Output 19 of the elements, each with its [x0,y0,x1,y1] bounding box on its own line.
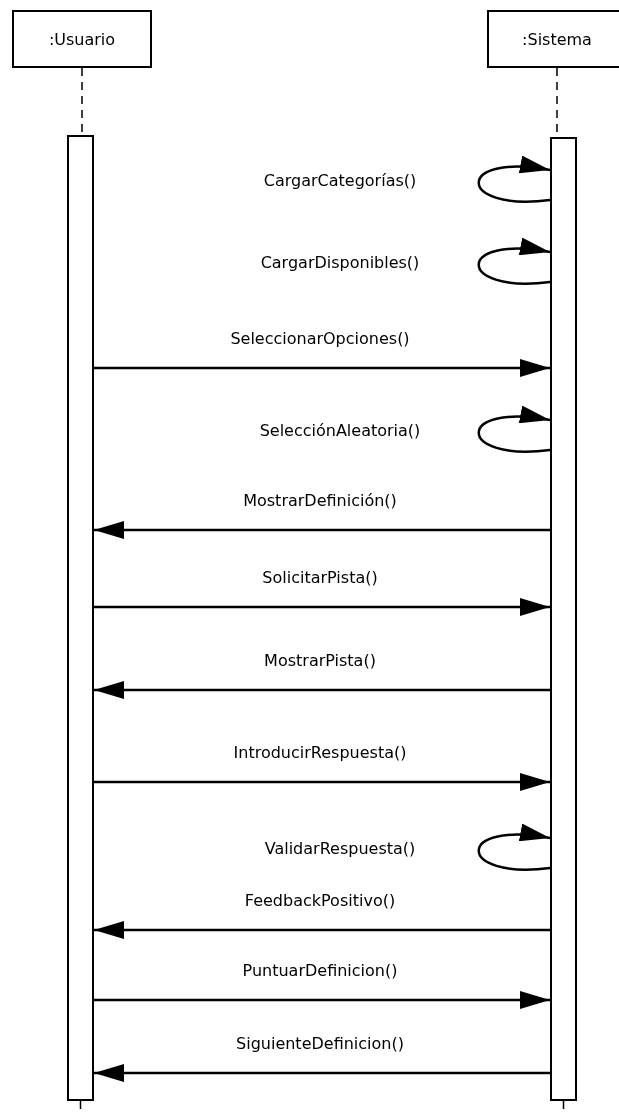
message-arrow [94,921,550,939]
self-message-arrow [477,239,551,285]
message-arrow [94,1064,550,1082]
activation-bar [550,137,577,1101]
lifeline-head-box [12,10,152,68]
message-arrow [94,598,550,616]
self-message-arrow [477,157,551,203]
message-arrow [94,521,550,539]
edge-label: MostrarDefinición() [241,490,399,510]
message-arrow [94,991,550,1009]
activation-bar [67,135,94,1101]
message-arrow [94,773,550,791]
lifeline-name: :Usuario [48,29,116,49]
self-message-arrow [477,407,551,453]
message-arrow [94,681,550,699]
lifeline-name: :Sistema [522,29,592,49]
lifeline-head-box [487,10,619,68]
message-arrow [94,359,550,377]
self-message-arrow [477,825,551,871]
